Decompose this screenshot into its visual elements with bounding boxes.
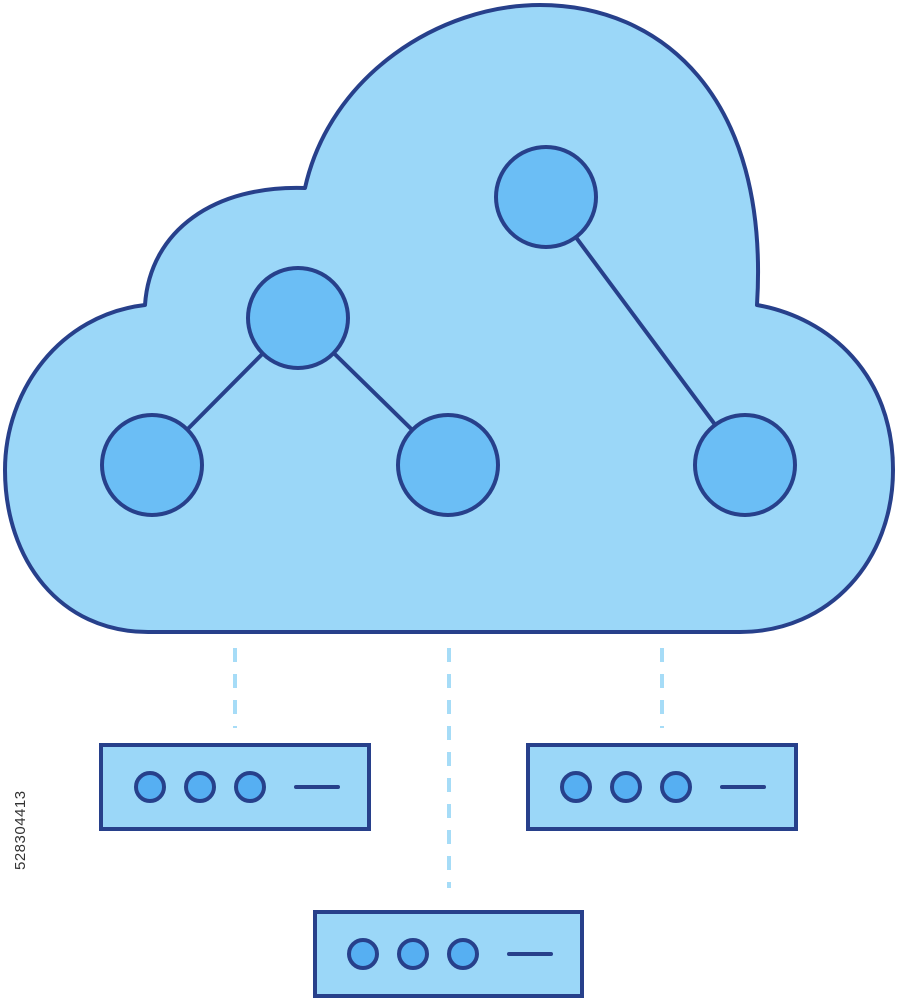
indicator-dot [610, 771, 642, 803]
indicator-dot [397, 938, 429, 970]
stock-id-watermark: 528304413 [12, 790, 29, 870]
link-top-right [544, 195, 747, 467]
node-top-center [246, 266, 350, 370]
indicator-dot [447, 938, 479, 970]
server-right [526, 743, 798, 831]
indicator-dot [134, 771, 166, 803]
indicator-dot [560, 771, 592, 803]
dashed-connectors [233, 648, 664, 888]
cloud-shape [3, 3, 895, 634]
server-left [99, 743, 371, 831]
indicator-dot [234, 771, 266, 803]
node-bottom-middle [396, 413, 500, 517]
indicator-dot [184, 771, 216, 803]
node-top-right [494, 145, 598, 249]
network-nodes [100, 145, 797, 517]
node-bottom-right [693, 413, 797, 517]
server-bottom [313, 910, 584, 998]
node-bottom-left [100, 413, 204, 517]
indicator-dot [347, 938, 379, 970]
indicator-dot [660, 771, 692, 803]
